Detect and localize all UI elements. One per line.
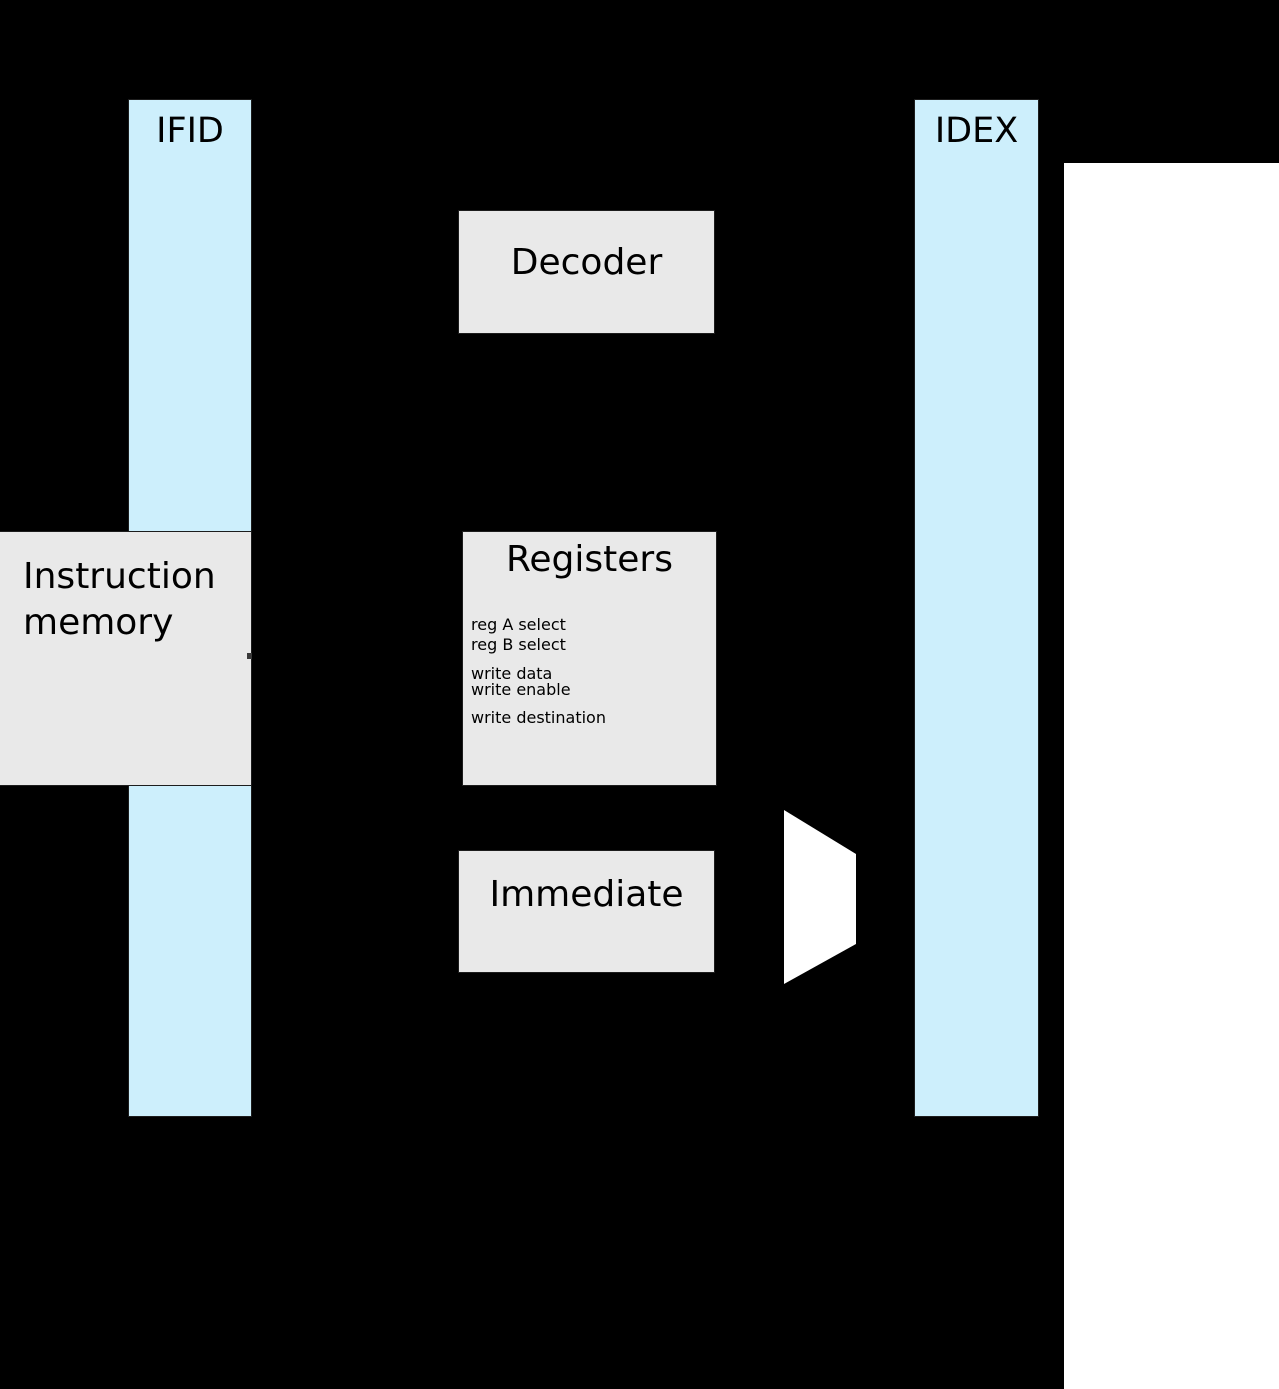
registers-port-reg-a-select: reg A select [471, 615, 566, 634]
unit-registers-label: Registers [506, 539, 673, 580]
unit-decoder[interactable]: Decoder [458, 210, 715, 334]
registers-port-reg-b-select: reg B select [471, 635, 566, 655]
unit-instruction-memory-label-line1: Instruction [23, 556, 216, 597]
multiplexer[interactable] [784, 808, 860, 986]
white-panel-region [1064, 163, 1279, 1389]
pipeline-register-idex-label: IDEX [934, 111, 1019, 151]
unit-instruction-memory[interactable]: Instruction memory [0, 531, 252, 786]
unit-decoder-label: Decoder [510, 242, 663, 283]
unit-instruction-memory-label-line2: memory [23, 602, 174, 643]
registers-port-write-destination: write destination [471, 708, 606, 728]
registers-port-list: reg A select reg B select write data wri… [471, 615, 710, 728]
instruction-memory-port-marker [247, 653, 252, 659]
unit-immediate[interactable]: Immediate [458, 850, 715, 973]
registers-port-write-enable: write enable [471, 679, 571, 699]
pipeline-register-ifid-label: IFID [156, 111, 224, 151]
registers-port-write-data: write data [471, 663, 553, 683]
unit-registers[interactable]: Registers reg A select reg B select writ… [462, 531, 717, 786]
pipeline-register-idex[interactable]: IDEX [914, 99, 1039, 1117]
unit-immediate-label: Immediate [489, 874, 684, 915]
